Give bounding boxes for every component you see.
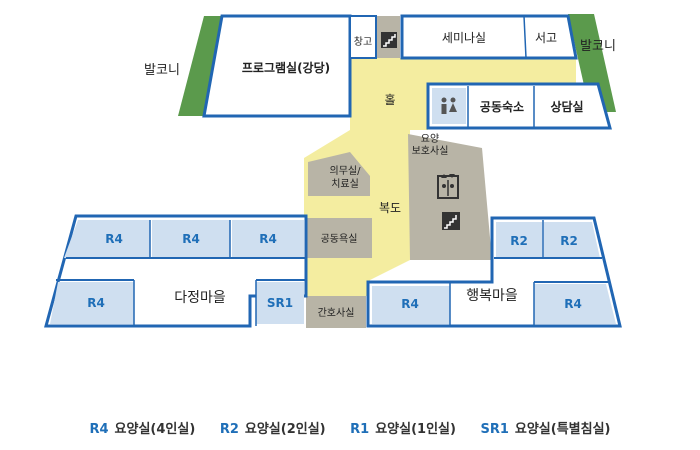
bath-consult-block (426, 82, 612, 130)
left-room-4 (50, 282, 134, 324)
legend-item: R2 요양실(2인실) (220, 418, 326, 437)
nurse-room-label: 간호사실 (318, 307, 355, 319)
room-code: R4 (401, 297, 419, 311)
legend: R4 요양실(4인실) R2 요양실(2인실) R1 요양실(1인실) SR1 요양실(… (0, 418, 700, 437)
room-code: R4 (259, 232, 277, 246)
restroom-cell (432, 88, 466, 124)
consulting-room-label: 상담실 (550, 99, 583, 114)
caregiver-room-label-1: 요양 (421, 133, 439, 145)
legend-label: 요양실(2인실) (244, 422, 326, 437)
shared-bath-room (306, 218, 372, 258)
shared-bath-label: 공동욕실 (321, 233, 358, 245)
shared-bathroom-label: 공동숙소 (480, 100, 524, 114)
right-room-r2-2 (544, 222, 600, 258)
unit-left-label: 다정마을 (174, 290, 226, 306)
legend-item: R1 요양실(1인실) (350, 418, 456, 437)
seminar-room-label: 세미나실 (442, 31, 486, 45)
stairs-icon (381, 32, 397, 48)
nurse-room (306, 296, 366, 328)
room-code: R2 (560, 234, 578, 248)
room-code: R4 (564, 297, 582, 311)
left-room-sr1 (256, 282, 304, 324)
balcony-right-label: 발코니 (580, 39, 616, 54)
medical-room (308, 152, 370, 196)
legend-code: R1 (350, 422, 370, 437)
left-room-1 (64, 220, 150, 258)
left-room-3 (232, 220, 304, 258)
medical-room-label-2: 치료실 (331, 178, 359, 190)
room-code: R2 (510, 234, 528, 248)
balcony-left-label: 발코니 (144, 63, 180, 78)
right-room-r4-1 (372, 286, 450, 324)
room-code: SR1 (267, 296, 293, 310)
program-room (202, 14, 352, 118)
floor-plan: 발코니 발코니 프로그램실(강당) 창고 세미나실 서고 홀 공동숙소 상담실 … (44, 14, 622, 328)
storage-outline (349, 15, 377, 59)
left-room-2 (152, 220, 230, 258)
room-code: R4 (182, 232, 200, 246)
program-room-label: 프로그램실(강당) (242, 60, 330, 75)
storage-label: 창고 (354, 36, 372, 48)
legend-item: R4 요양실(4인실) (89, 418, 195, 437)
legend-code: SR1 (480, 422, 509, 437)
unit-right-label: 행복마을 (466, 288, 518, 304)
balcony-right (568, 14, 616, 112)
room-code: R4 (105, 232, 123, 246)
restroom-icon (441, 97, 457, 114)
library-label: 서고 (535, 31, 557, 45)
right-room-r4-2 (534, 284, 616, 324)
medical-room-label-1: 의무실/ (330, 165, 362, 177)
corridor-label: 복도 (379, 201, 401, 215)
right-room-r2-1 (496, 222, 542, 258)
legend-label: 요양실(1인실) (375, 422, 456, 437)
caregiver-room-label-2: 보호사실 (412, 145, 449, 157)
legend-code: R4 (89, 422, 109, 437)
stairs-icon (442, 212, 460, 230)
legend-label: 요양실(특별침실) (514, 422, 611, 437)
hall-label: 홀 (384, 93, 395, 107)
legend-label: 요양실(4인실) (114, 422, 196, 437)
elevator-icon (437, 174, 459, 199)
legend-item: SR1 요양실(특별침실) (480, 418, 610, 437)
seminar-block (400, 14, 578, 60)
legend-code: R2 (219, 422, 239, 437)
room-code: R4 (87, 296, 105, 310)
